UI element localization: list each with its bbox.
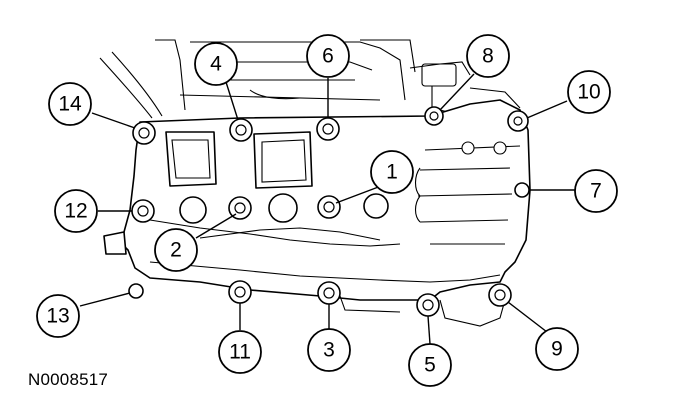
callout-5: 5 (408, 343, 452, 387)
bolt-2 (228, 196, 252, 220)
callout-10-label: 10 (577, 81, 600, 104)
callout-5-label: 5 (424, 354, 436, 377)
bolt-10 (507, 110, 529, 132)
bolt-13 (128, 283, 144, 299)
figure-id: N0008517 (28, 370, 109, 389)
leader-lines (79, 73, 575, 345)
callout-4-label: 4 (210, 53, 222, 76)
callout-9: 9 (535, 327, 579, 371)
callout-7: 7 (574, 169, 618, 213)
callout-14: 14 (48, 82, 92, 126)
bolt-12 (131, 199, 155, 223)
bolt-8 (424, 106, 444, 126)
callout-1: 1 (370, 150, 414, 194)
callout-12: 12 (54, 189, 98, 233)
bolt-9 (488, 283, 512, 307)
callout-11: 11 (218, 330, 262, 374)
bolts (128, 106, 530, 317)
bolt-4 (229, 118, 253, 142)
callout-6-label: 6 (322, 45, 334, 68)
callout-1-label: 1 (386, 161, 398, 184)
bolt-11 (228, 280, 252, 304)
callout-3: 3 (307, 328, 351, 372)
callout-14-label: 14 (58, 93, 82, 116)
callout-8: 8 (466, 34, 510, 78)
bolt-1 (317, 195, 341, 219)
bolt-5 (416, 293, 440, 317)
callout-4: 4 (194, 42, 238, 86)
background-engine-lines (99, 39, 521, 119)
callout-9-label: 9 (551, 338, 563, 361)
callout-2: 2 (154, 228, 198, 272)
callouts: 1 2 3 4 5 6 7 8 9 10 11 12 13 14 (36, 34, 618, 387)
bolt-6 (316, 117, 340, 141)
callout-2-label: 2 (170, 239, 182, 262)
callout-3-label: 3 (323, 339, 335, 362)
callout-6: 6 (306, 34, 350, 78)
manifold-body (103, 99, 531, 327)
bolt-3 (317, 281, 341, 305)
callout-12-label: 12 (64, 200, 87, 223)
callout-10: 10 (567, 70, 611, 114)
callout-11-label: 11 (229, 341, 251, 364)
callout-13-label: 13 (46, 305, 69, 328)
callout-13: 13 (36, 294, 80, 338)
callout-8-label: 8 (482, 45, 494, 68)
bolt-7 (514, 182, 530, 198)
callout-7-label: 7 (590, 180, 602, 203)
bolt-14 (132, 121, 156, 145)
